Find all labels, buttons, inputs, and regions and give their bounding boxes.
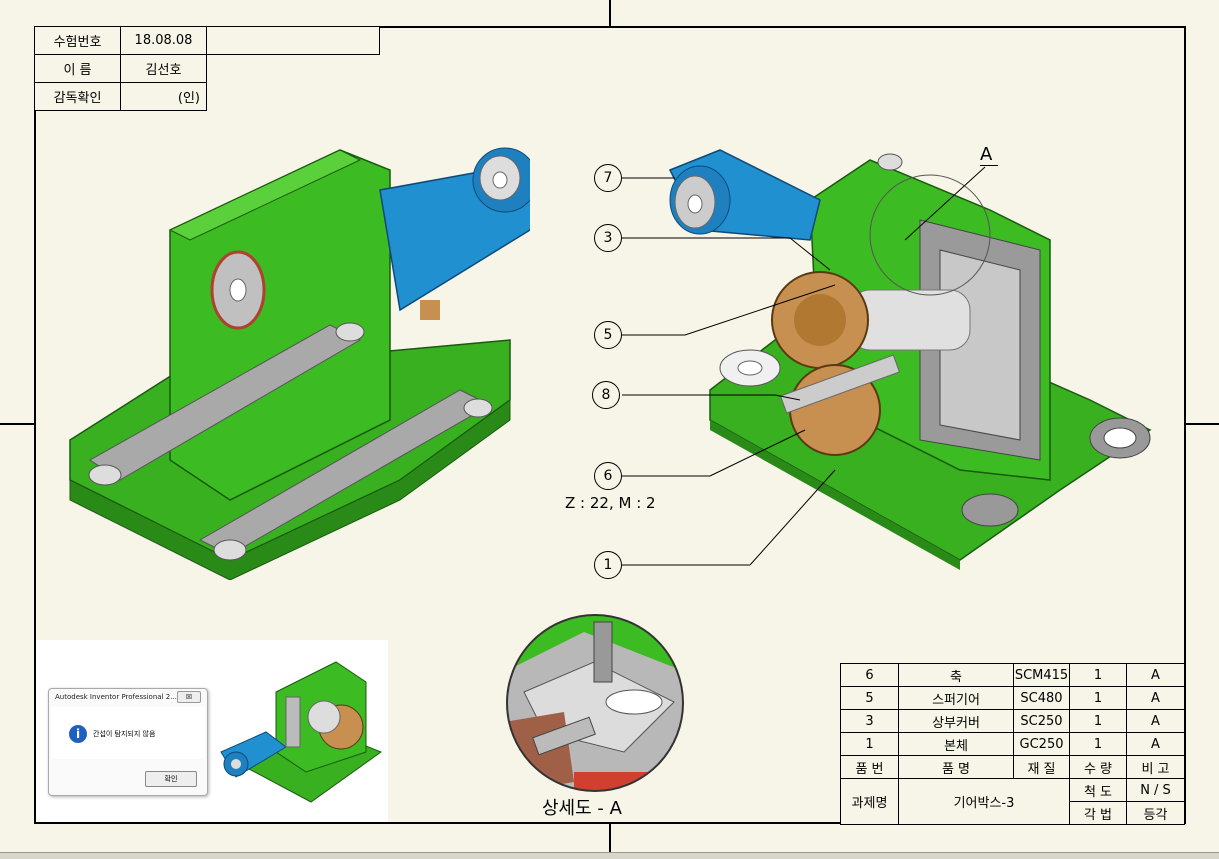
detail-marker: A: [980, 144, 998, 166]
bottom-center-tick: [609, 824, 611, 852]
part-qty: 1: [1069, 732, 1127, 756]
supervisor-label: 감독확인: [34, 82, 121, 111]
exam-number-extra: [206, 26, 380, 55]
right-center-tick: [1186, 423, 1219, 425]
callout-7: 7: [594, 164, 622, 192]
part-material: SCM415: [1013, 663, 1070, 687]
left-isometric-view: [69, 147, 530, 580]
gear-spec: Z : 22, M : 2: [565, 494, 656, 512]
header-no: 품 번: [840, 755, 899, 779]
scale-value: N / S: [1126, 778, 1185, 802]
right-section-view: [668, 149, 1152, 570]
scale-label: 척 도: [1069, 778, 1127, 802]
part-material: SC250: [1013, 709, 1070, 733]
header-name: 품 명: [898, 755, 1014, 779]
ok-button[interactable]: 확인: [145, 771, 197, 787]
part-qty: 1: [1069, 686, 1127, 710]
projection-label: 각 법: [1069, 801, 1127, 825]
parts-row: 5 스퍼기어 SC480 1 A: [840, 686, 1185, 710]
name-value: 김선호: [120, 54, 207, 83]
projection-value: 등각: [1126, 801, 1185, 825]
dialog-message: 간섭이 탐지되지 않음: [93, 730, 156, 738]
callout-3: 3: [594, 224, 622, 252]
exam-number-label: 수험번호: [34, 26, 121, 55]
part-qty: 1: [1069, 709, 1127, 733]
part-no: 6: [840, 663, 899, 687]
part-qty: 1: [1069, 663, 1127, 687]
detail-caption: 상세도 - A: [542, 798, 622, 819]
part-no: 5: [840, 686, 899, 710]
status-bar: [0, 852, 1219, 859]
interference-dialog: Autodesk Inventor Professional 2... ☒ i …: [48, 688, 208, 796]
info-icon: i: [69, 725, 87, 743]
parts-row: 1 본체 GC250 1 A: [840, 732, 1185, 756]
supervisor-value: (인): [120, 82, 207, 111]
part-material: SC480: [1013, 686, 1070, 710]
name-label: 이 름: [34, 54, 121, 83]
dialog-title: Autodesk Inventor Professional 2...: [55, 693, 177, 701]
parts-header: 품 번 품 명 재 질 수 량 비 고: [840, 755, 1185, 779]
part-note: A: [1126, 686, 1185, 710]
detail-leader: [904, 166, 986, 241]
parts-row: 6 축 SCM415 1 A: [840, 663, 1185, 687]
callout-6: 6: [594, 462, 622, 490]
parts-row: 3 상부커버 SC250 1 A: [840, 709, 1185, 733]
part-no: 3: [840, 709, 899, 733]
header-note: 비 고: [1126, 755, 1185, 779]
close-icon[interactable]: ☒: [177, 691, 201, 703]
part-material: GC250: [1013, 732, 1070, 756]
parts-list: 6 축 SCM415 1 A 5 스퍼기어 SC480 1 A 3 상부커버 S…: [840, 663, 1185, 825]
drawing-frame: [34, 26, 1186, 824]
info-block: 수험번호 18.08.08 이 름 김선호 감독확인 (인): [34, 26, 380, 111]
part-no: 1: [840, 732, 899, 756]
project-value: 기어박스-3: [898, 778, 1070, 825]
header-material: 재 질: [1013, 755, 1070, 779]
exam-number-value: 18.08.08: [120, 26, 207, 55]
part-name: 축: [898, 663, 1014, 687]
part-note: A: [1126, 663, 1185, 687]
part-name: 본체: [898, 732, 1014, 756]
part-note: A: [1126, 732, 1185, 756]
left-center-tick: [0, 423, 34, 425]
assembly-thumbnail: [220, 661, 383, 803]
project-label: 과제명: [840, 778, 899, 825]
detail-view-a: [506, 614, 684, 792]
part-name: 스퍼기어: [898, 686, 1014, 710]
dialog-body: i 간섭이 탐지되지 않음: [51, 707, 205, 759]
callout-5: 5: [594, 321, 622, 349]
interference-inset: Autodesk Inventor Professional 2... ☒ i …: [36, 640, 388, 822]
callout-8: 8: [592, 381, 620, 409]
header-qty: 수 량: [1069, 755, 1127, 779]
callout-1: 1: [594, 551, 622, 579]
top-center-tick: [609, 0, 611, 26]
part-name: 상부커버: [898, 709, 1014, 733]
callout-leaders: [622, 177, 836, 566]
part-note: A: [1126, 709, 1185, 733]
